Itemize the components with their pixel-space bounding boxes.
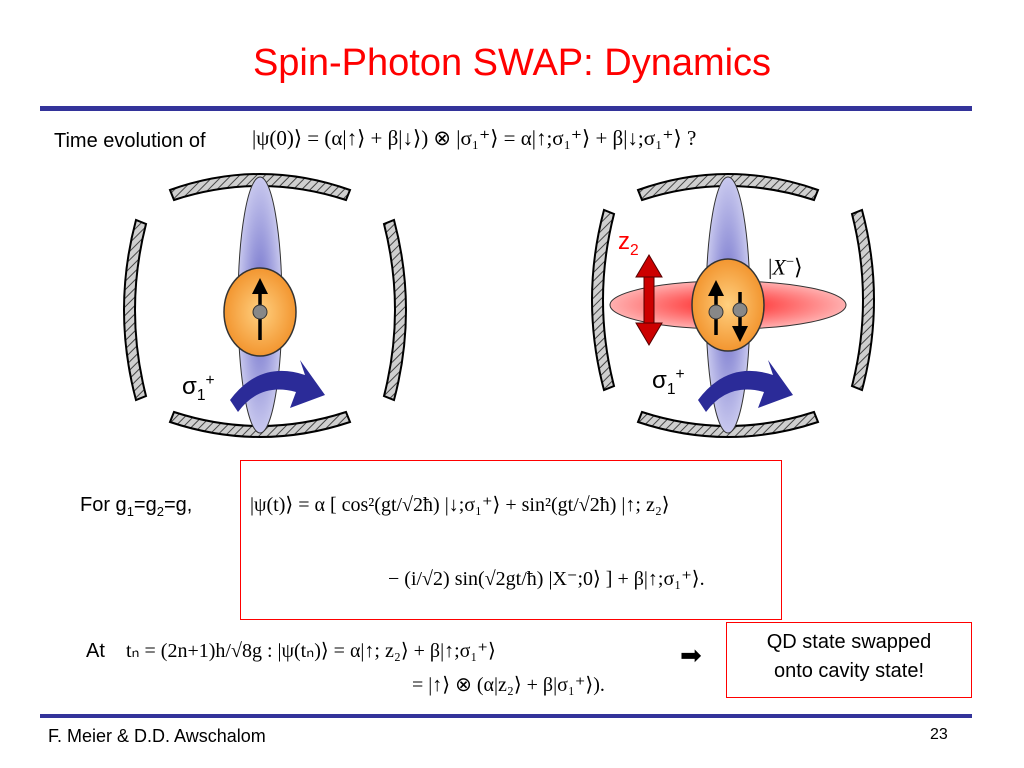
right-cavity-diagram <box>591 173 875 438</box>
left-sigma-label: σ1+ <box>182 372 215 404</box>
z-double-arrow <box>643 274 655 328</box>
right-mirror <box>382 218 407 402</box>
quantum-dot <box>691 258 765 352</box>
conclusion-box: QD state swapped onto cavity state! <box>726 622 972 698</box>
main-equation-line1: |ψ(t)⟩ = α [ cos²(gt/√2ħ) |↓;σ₁⁺⟩ + sin²… <box>250 494 670 516</box>
x-minus-state-label: |X−⟩ <box>768 254 803 280</box>
product-state-equation: = |↑⟩ ⊗ (α|z₂⟩ + β|σ₁⁺⟩). <box>412 674 605 696</box>
coupling-condition: For g1=g2=g, <box>80 494 193 519</box>
conclusion-line1: QD state swapped <box>766 631 932 653</box>
intro-label: Time evolution of <box>54 130 206 152</box>
conclusion-line2: onto cavity state! <box>773 660 925 682</box>
page-title: Spin-Photon SWAP: Dynamics <box>252 42 772 84</box>
footer-author: F. Meier & D.D. Awschalom <box>48 726 266 746</box>
left-cavity-diagram <box>123 173 407 438</box>
title-rule <box>40 106 972 111</box>
z2-label: z2 <box>618 228 639 259</box>
main-equation-line2: − (i/√2) sin(√2gt/ħ) |X⁻;0⟩ ] + β|↑;σ₁⁺⟩… <box>388 568 705 590</box>
left-mirror <box>123 218 148 402</box>
curved-arrow <box>230 360 325 412</box>
footer-rule <box>40 714 972 718</box>
bottom-mirror <box>168 410 352 438</box>
main-equation-box <box>240 460 782 620</box>
top-mirror <box>168 173 352 202</box>
swap-time-equation: tₙ = (2n+1)h/√8g : |ψ(tₙ)⟩ = α|↑; z₂⟩ + … <box>126 640 496 662</box>
at-label: At <box>86 640 105 662</box>
initial-state-equation: |ψ(0)⟩ = (α|↑⟩ + β|↓⟩) ⊗ |σ₁⁺⟩ = α|↑;σ₁⁺… <box>252 126 697 150</box>
right-sigma-label: σ1+ <box>652 366 685 398</box>
page-number: 23 <box>930 726 948 743</box>
implies-arrow-icon: ➡ <box>680 640 702 670</box>
